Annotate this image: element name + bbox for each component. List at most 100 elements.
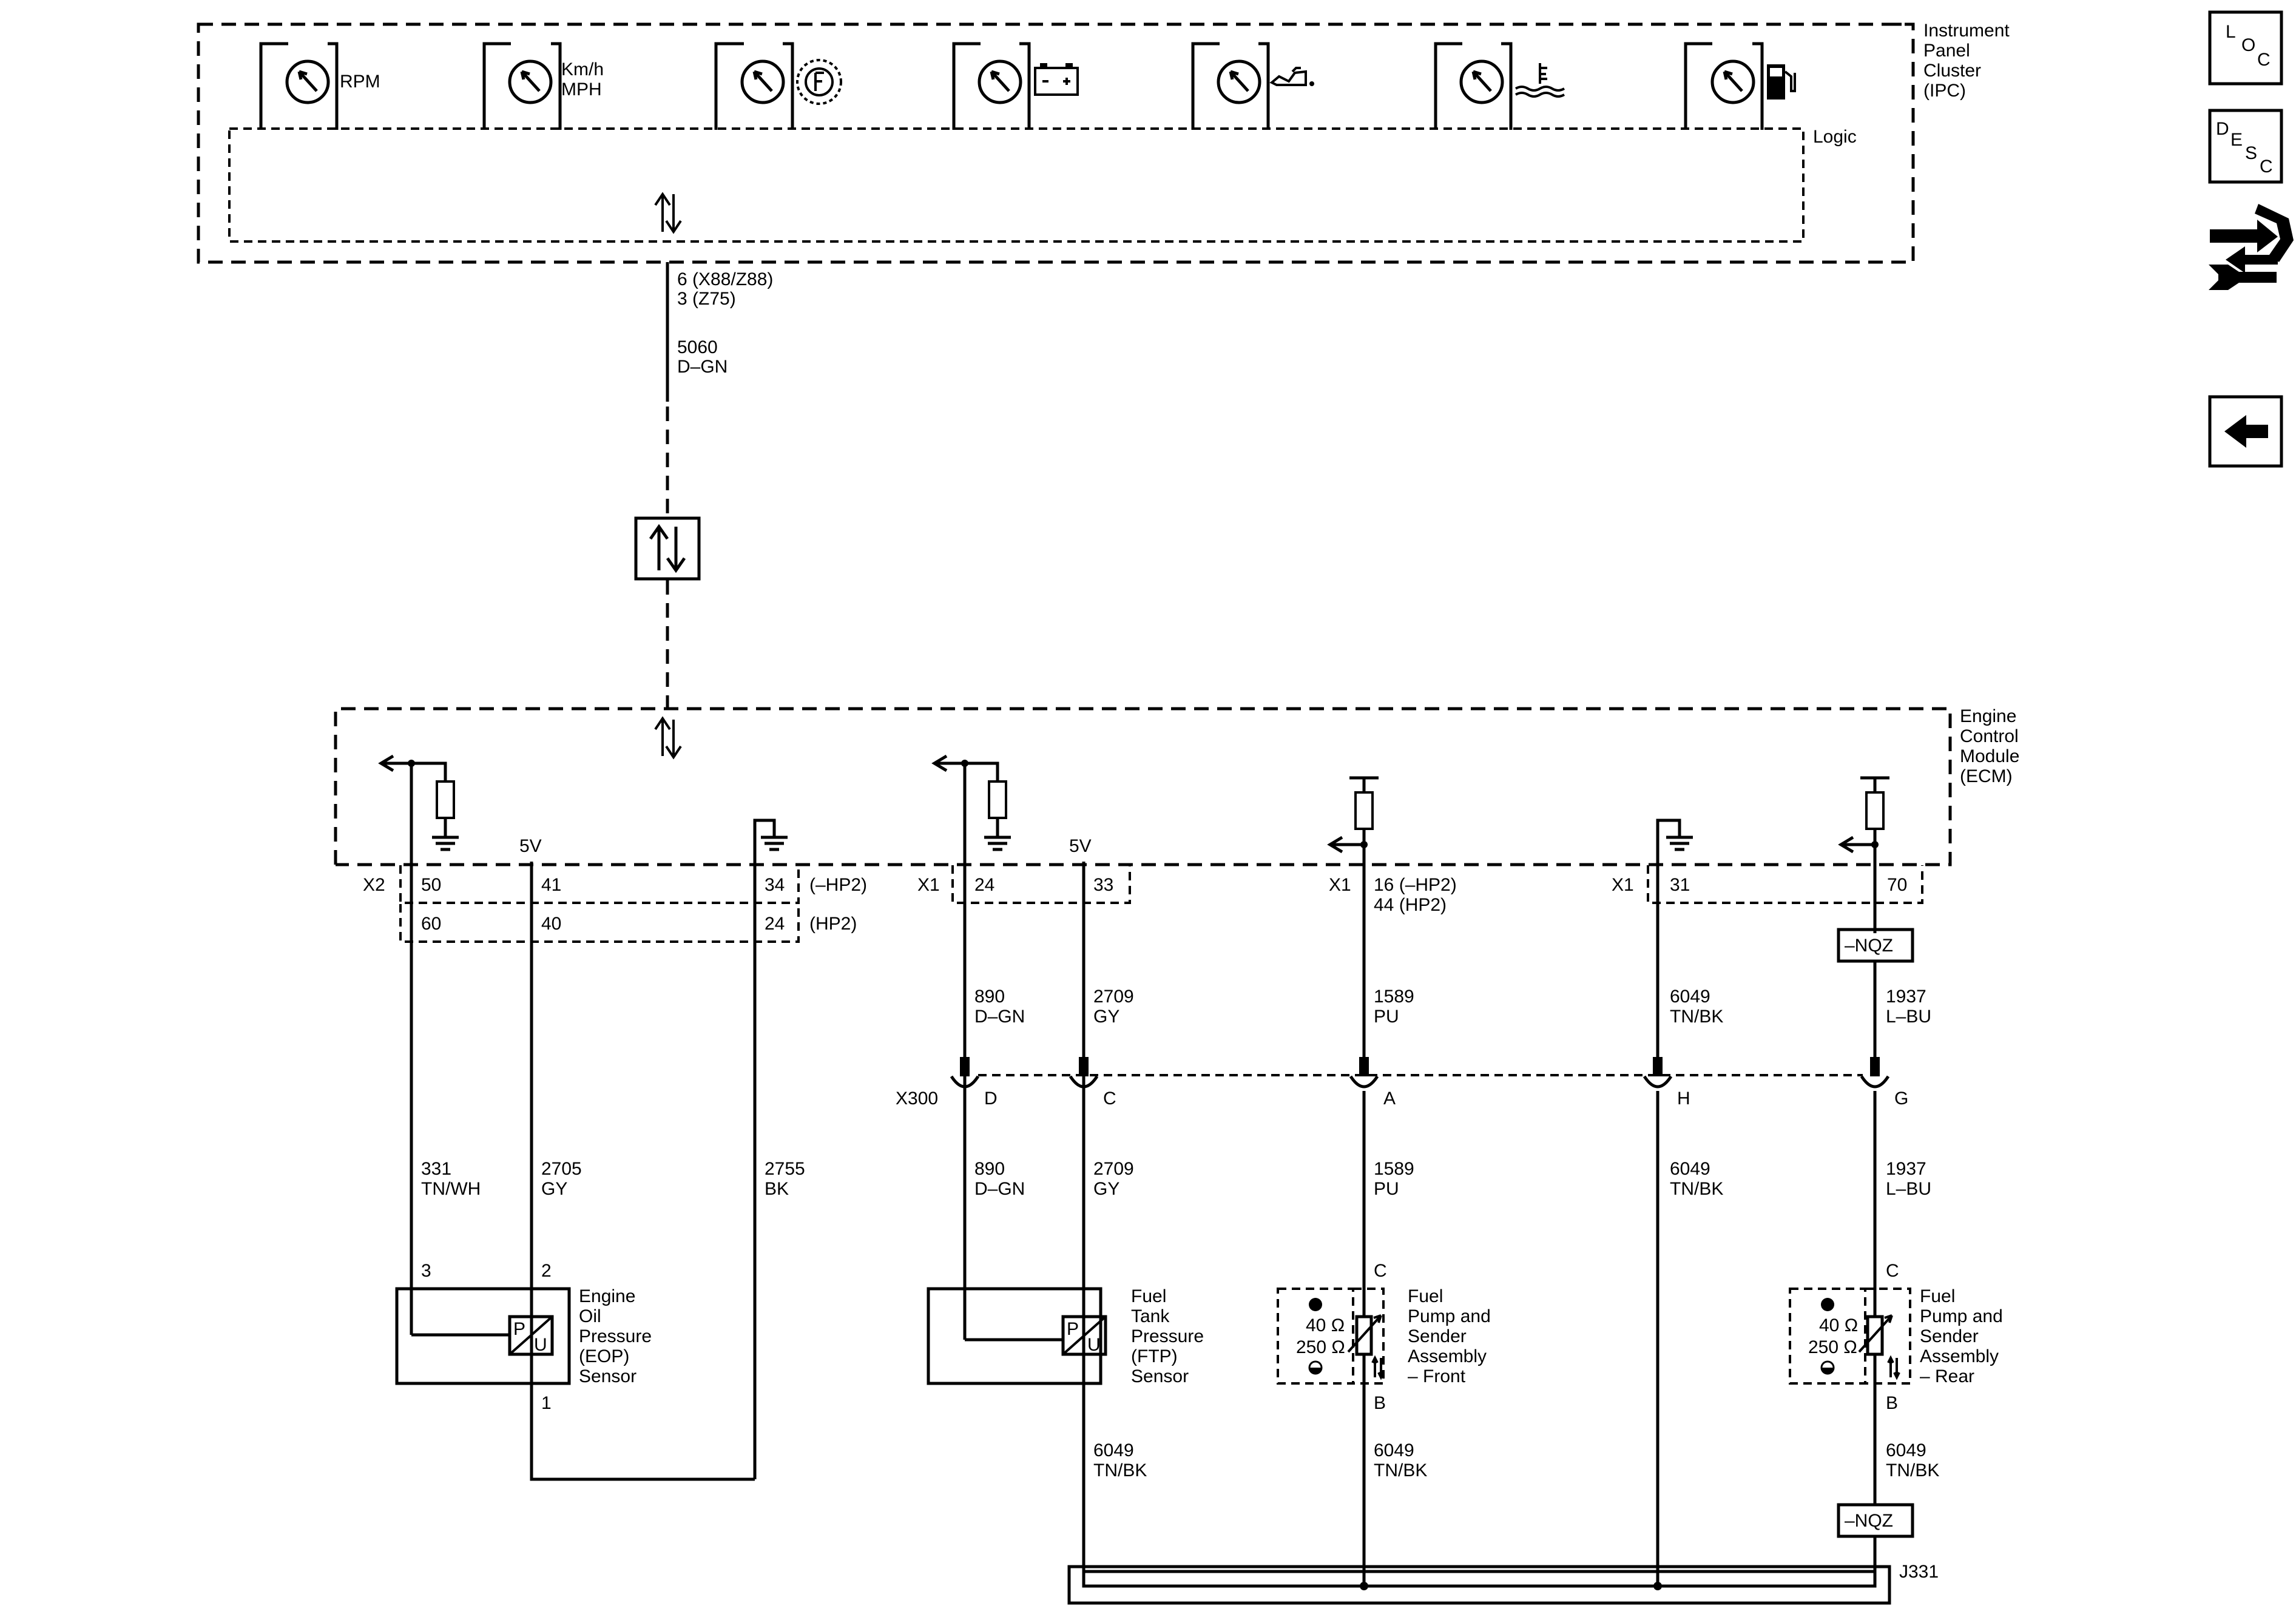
pin-70: 70 [1887, 875, 1907, 895]
ipc-serial-pin-1: 6 (X88/Z88) [677, 269, 773, 289]
ground-icon [984, 836, 1011, 851]
ftp-signal-internal [931, 754, 1011, 1340]
rear-name-5: – Rear [1920, 1366, 1974, 1386]
x1-front-connector-label: X1 [1329, 875, 1351, 895]
front-pin-b: B [1374, 1393, 1386, 1413]
ecm-serial-arrows-icon [654, 716, 682, 760]
front-name-1: Fuel [1408, 1286, 1443, 1306]
wire-1937-color-lower: L–BU [1886, 1179, 1931, 1199]
eop-wire-331-color: TN/WH [421, 1179, 481, 1199]
back-arrow-icon [2224, 415, 2268, 448]
ecm-5v-label-ftp: 5V [1069, 836, 1092, 856]
ecm-title-4: (ECM) [1960, 766, 2013, 786]
serial-data-bus-box [634, 516, 701, 581]
ground-icon [432, 836, 459, 851]
ecm-title-1: Engine [1960, 706, 2016, 726]
pullup-resistor-icon [1865, 791, 1885, 830]
wire-2709-lower: 2709 [1093, 1159, 1134, 1179]
loc-letter-l: L [2226, 22, 2236, 42]
x1-ftp-connector-label: X1 [917, 875, 940, 895]
full-indicator-icon [1309, 1298, 1322, 1311]
ftp-name-5: Sensor [1131, 1366, 1189, 1386]
ground-icon [761, 836, 788, 851]
ipc-outline [197, 22, 1915, 264]
location-button[interactable]: L O C [2208, 10, 2283, 86]
x1-pin-33: 33 [1093, 875, 1113, 895]
x2-hp2: (HP2) [809, 914, 857, 934]
ipc-gauges: RPM Km/h MPH [259, 42, 1796, 130]
gauge-label-mph: MPH [561, 79, 602, 100]
ftp-ground-wire-color: TN/BK [1093, 1460, 1147, 1480]
oil-pressure-gauge-icon [1191, 42, 1314, 130]
eop-wire-2755: 2755 [765, 1159, 805, 1179]
ipc-module: Instrument Panel Cluster (IPC) Logic [197, 21, 2010, 264]
ipc-title-1: Instrument [1923, 21, 2010, 41]
wire-6049-lower: 6049 [1670, 1159, 1710, 1179]
rear-name-4: Assembly [1920, 1346, 1999, 1366]
x2-pin-40: 40 [541, 914, 561, 934]
wire-6049-color-lower: TN/BK [1670, 1179, 1723, 1199]
wire-890-color-upper: D–GN [974, 1007, 1025, 1027]
wire-6049-upper: 6049 [1670, 987, 1710, 1007]
x300-pin-h: H [1643, 1057, 1690, 1109]
coolant-temp-gauge-icon [1434, 42, 1565, 130]
nqz-label-upper: –NQZ [1845, 936, 1893, 956]
wire-890-upper: 890 [974, 987, 1005, 1007]
wire-1937-color-upper: L–BU [1886, 1007, 1931, 1027]
pullup-resistor-icon [1354, 791, 1374, 830]
splice-label: J331 [1899, 1562, 1939, 1582]
ipc-title-4: (IPC) [1923, 81, 1966, 101]
x1-pin-31: 31 [1670, 875, 1690, 895]
ftp-name-4: (FTP) [1131, 1346, 1178, 1366]
description-button[interactable]: D E S C [2208, 109, 2283, 184]
swap-arrows-wrench-icon[interactable] [2209, 204, 2294, 290]
rear-pin-b: B [1886, 1393, 1898, 1413]
eop-wire-2705-color: GY [541, 1179, 567, 1199]
x300-pin-a-label: A [1383, 1089, 1396, 1109]
fuel-pump-front: C 40 Ω 250 Ω B Fuel Pump and Sender Asse… [1277, 1261, 1491, 1586]
inline-connector-x300: X300 D C A H G [896, 1057, 1908, 1586]
wire-1589-upper: 1589 [1374, 987, 1414, 1007]
ftp-sensor-p: P [1067, 1319, 1079, 1339]
transmission-temp-gauge-icon [714, 42, 842, 130]
wire-2709-upper: 2709 [1093, 987, 1134, 1007]
eop-pin-1: 1 [541, 1393, 552, 1413]
ecm-title-2: Control [1960, 726, 2019, 746]
ecm-connector-x1-ftp: X1 24 33 [917, 865, 1131, 904]
serial-data-line: 6 (X88/Z88) 3 (Z75) 5060 D–GN [634, 262, 773, 710]
x1-pin-24: 24 [974, 875, 994, 895]
ipc-logic-box [228, 127, 1805, 243]
front-name-5: – Front [1408, 1366, 1466, 1386]
ecm-title-3: Module [1960, 746, 2019, 766]
eop-sensor-box [395, 1287, 571, 1385]
rear-fuel-level-internal [1838, 776, 1889, 933]
ftp-name-2: Tank [1131, 1306, 1170, 1326]
serial-wire-color: D–GN [677, 357, 728, 377]
rear-ground-wire: 6049 [1886, 1440, 1926, 1460]
back-button[interactable] [2208, 395, 2283, 468]
ipc-title-3: Cluster [1923, 61, 1981, 81]
speedometer-gauge-icon: Km/h MPH [482, 42, 604, 130]
front-name-3: Sender [1408, 1326, 1467, 1346]
ipc-serial-pin-2: 3 (Z75) [677, 289, 736, 309]
rear-name-3: Sender [1920, 1326, 1979, 1346]
ground-icon [1666, 836, 1693, 851]
x300-pin-d: D [950, 1057, 998, 1109]
x300-pin-c-label: C [1103, 1089, 1116, 1109]
x2-connector-label: X2 [363, 875, 385, 895]
tachometer-gauge-icon: RPM [259, 42, 380, 130]
ecm-connector-x1-front: X1 16 (–HP2) 44 (HP2) [1329, 875, 1457, 915]
wire-1589-lower: 1589 [1374, 1159, 1414, 1179]
battery-gauge-icon [952, 42, 1079, 130]
ecm-module: Engine Control Module (ECM) 5V [334, 706, 2019, 1570]
x300-pin-a: A [1349, 1057, 1396, 1109]
x2-pin-41: 41 [541, 875, 561, 895]
eop-name-5: Sensor [579, 1366, 636, 1386]
rear-ground-wire-color: TN/BK [1886, 1460, 1939, 1480]
splice-pack-outline [1067, 1565, 1891, 1605]
wire-1589-color-upper: PU [1374, 1007, 1399, 1027]
rear-name-2: Pump and [1920, 1306, 2003, 1326]
ftp-name-1: Fuel [1131, 1286, 1166, 1306]
front-ground-wire: 6049 [1374, 1440, 1414, 1460]
